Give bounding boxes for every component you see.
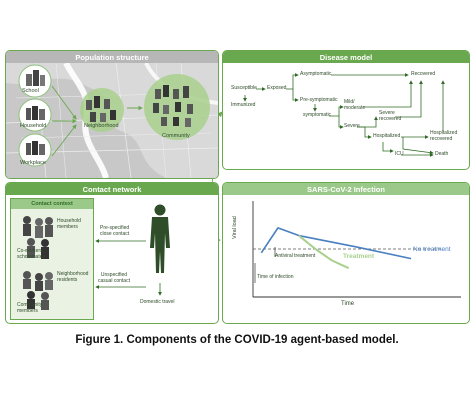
disease-title: Disease model	[223, 51, 469, 63]
coworkers-label: Co-workers, schoolmates	[17, 248, 46, 260]
state-mild-moderate: Mild/ moderate	[344, 99, 366, 111]
x-axis-label: Time	[341, 301, 355, 307]
arrow-to-community	[127, 105, 143, 111]
state-pre-symptomatic: Pre-symptomatic	[300, 97, 338, 103]
y-axis-label: Viral load	[232, 216, 238, 239]
neighborhood-cluster	[80, 88, 124, 132]
state-severe: Severe	[344, 123, 360, 129]
school-label: School	[22, 88, 39, 94]
person-silhouette-icon	[150, 204, 170, 273]
no-treatment-series-label: No treatment	[413, 246, 451, 253]
casual-contact-group-icon	[23, 271, 53, 310]
antiviral-label: Antiviral treatment	[275, 253, 316, 259]
state-immunized: Immunized	[231, 102, 256, 108]
state-death: Death	[435, 151, 449, 157]
state-asymptomatic: Asymptomatic	[300, 71, 332, 77]
population-panel: Population structure School Household Wo…	[5, 50, 219, 179]
community-cluster	[144, 74, 210, 140]
workplace-label: Workplace	[20, 160, 46, 166]
household-label: Household	[20, 123, 47, 129]
community-members-label: Community members	[17, 302, 43, 314]
population-title: Population structure	[6, 51, 218, 63]
state-recovered: Recovered	[411, 71, 436, 77]
domestic-travel-label: Domestic travel	[140, 299, 175, 305]
arrows-to-neighborhood	[51, 85, 77, 157]
viral-load-chart	[252, 201, 461, 298]
prespecified-label: Pre-specified close contact	[100, 225, 130, 237]
contact-context-box: Contact context Household members Co-wor…	[10, 198, 94, 320]
sars-title: SARS-CoV-2 Infection	[223, 183, 469, 195]
treatment-series-label: Treatment	[343, 253, 375, 260]
school-cluster	[18, 64, 52, 98]
disease-flow-arrows	[243, 73, 445, 157]
state-hospitalized: Hospitalized	[373, 133, 401, 139]
contact-context-title: Contact context	[11, 199, 93, 209]
state-icu: ICU	[395, 151, 404, 157]
state-symptomatic: symptomatic	[303, 112, 332, 118]
workplace-cluster	[18, 133, 52, 167]
community-label: Community	[162, 133, 190, 139]
contact-title: Contact network	[6, 183, 218, 195]
state-susceptible: Susceptible	[231, 85, 257, 91]
neighborhood-residents-label: Neighborhood residents	[57, 271, 89, 283]
unspecified-label: Unspecified casual contact	[98, 272, 130, 284]
state-exposed: Exposed	[267, 85, 287, 91]
household-members-label: Household members	[57, 218, 81, 230]
state-hospitalized-recovered: Hospitalized recovered	[430, 130, 458, 142]
figure-caption: Figure 1. Components of the COVID-19 age…	[75, 334, 399, 346]
contact-arrows-and-person	[95, 204, 170, 296]
household-cluster	[18, 98, 52, 132]
close-contact-group-icon	[23, 216, 53, 259]
state-severe-recovered: Severe recovered	[379, 110, 402, 122]
disease-panel: Disease model	[222, 50, 470, 170]
series-line-1	[298, 234, 350, 270]
time-of-infection-label: Time of infection	[257, 274, 294, 280]
neighborhood-label: Neighborhood	[84, 123, 119, 129]
sars-panel: SARS-CoV-2 Infection Viral load Time Ant…	[222, 182, 470, 324]
contact-panel: Contact network Contact context Househol…	[5, 182, 219, 324]
